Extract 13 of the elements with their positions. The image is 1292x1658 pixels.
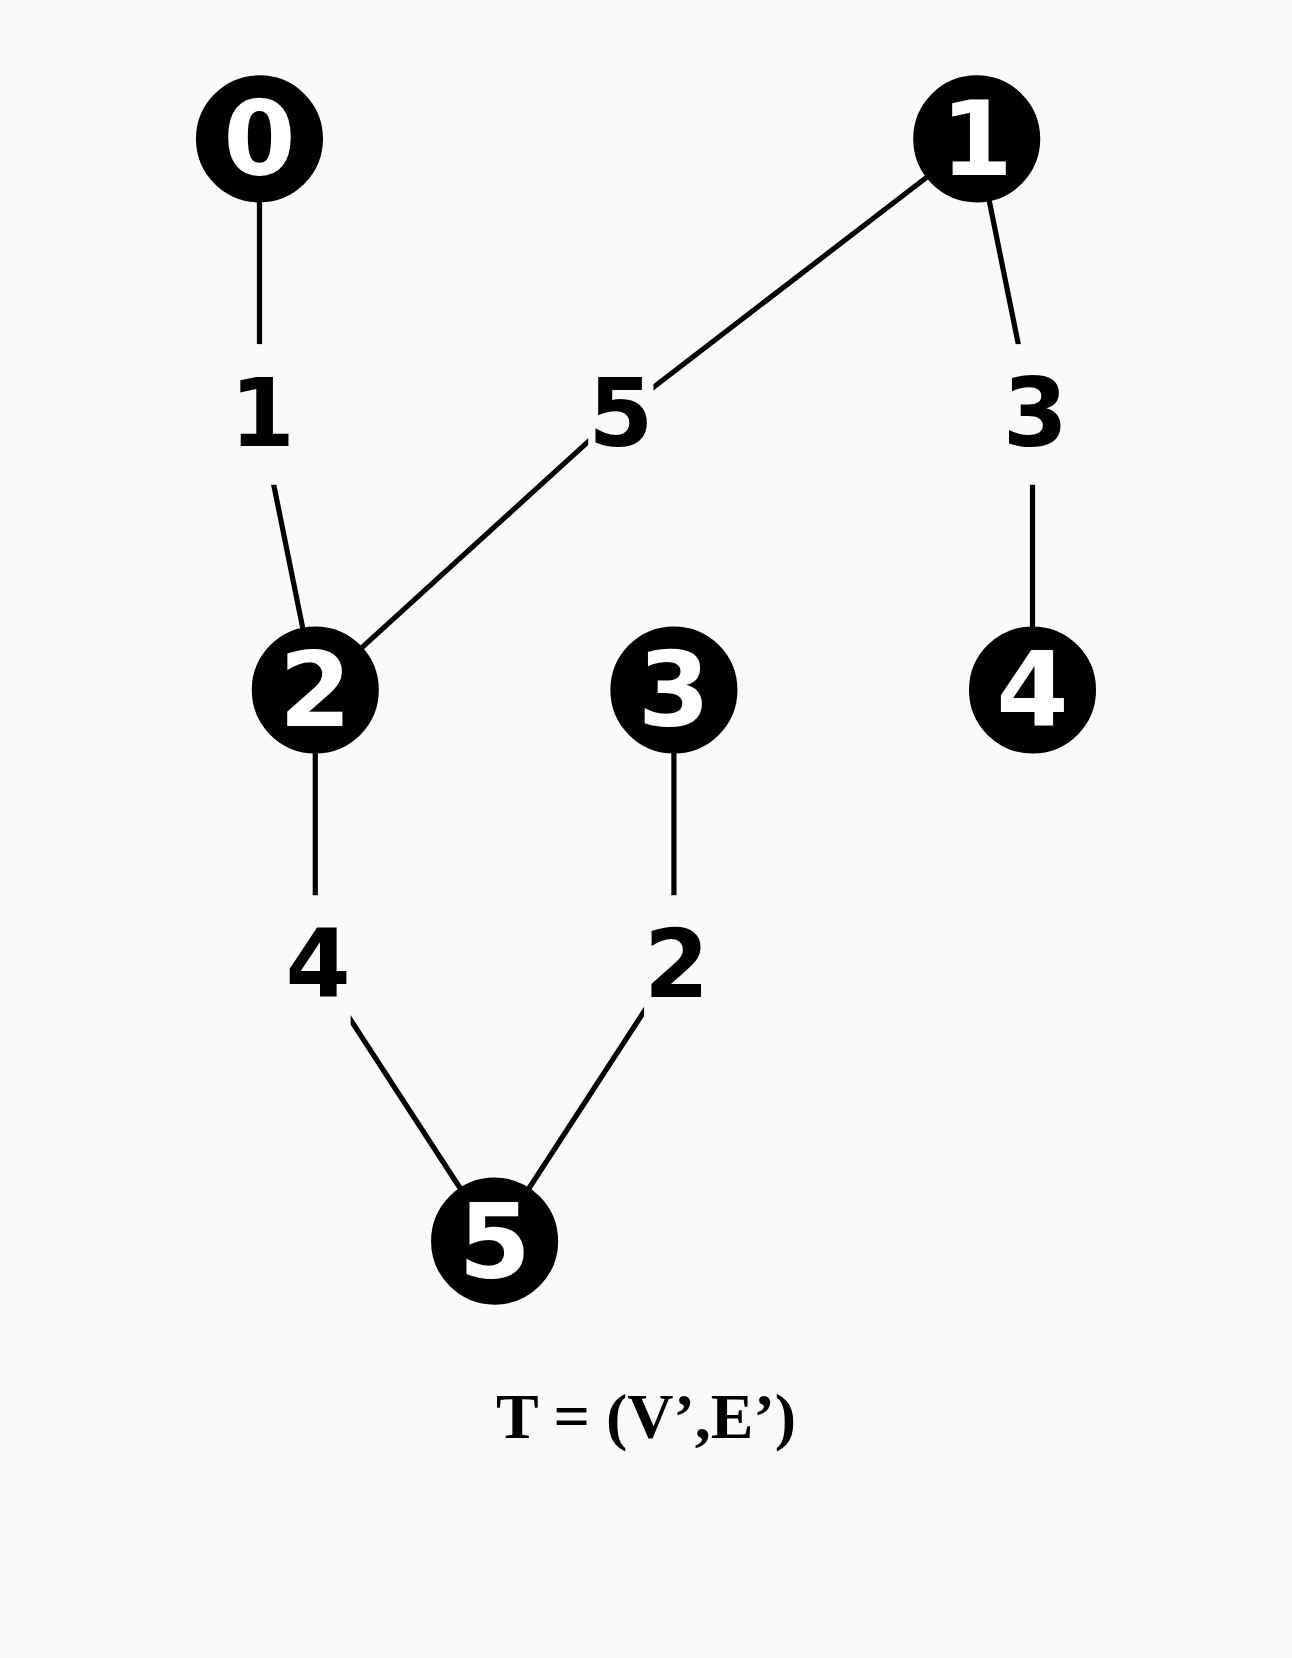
node-circle: 1 — [913, 75, 1041, 203]
node-circle: 5 — [431, 1177, 559, 1305]
node-circle: 3 — [610, 626, 738, 754]
edge-label: 4 — [285, 910, 351, 1018]
edge-label: 1 — [229, 359, 295, 467]
node-circle: 0 — [195, 75, 323, 203]
edge-label: 5 — [588, 359, 654, 467]
node-circle: 2 — [251, 626, 379, 754]
node-circle: 4 — [969, 626, 1097, 754]
edge-label: 3 — [1002, 359, 1068, 467]
connector — [359, 174, 929, 651]
edge-label: 2 — [644, 910, 710, 1018]
caption: T = (V’,E’) — [495, 1380, 797, 1454]
